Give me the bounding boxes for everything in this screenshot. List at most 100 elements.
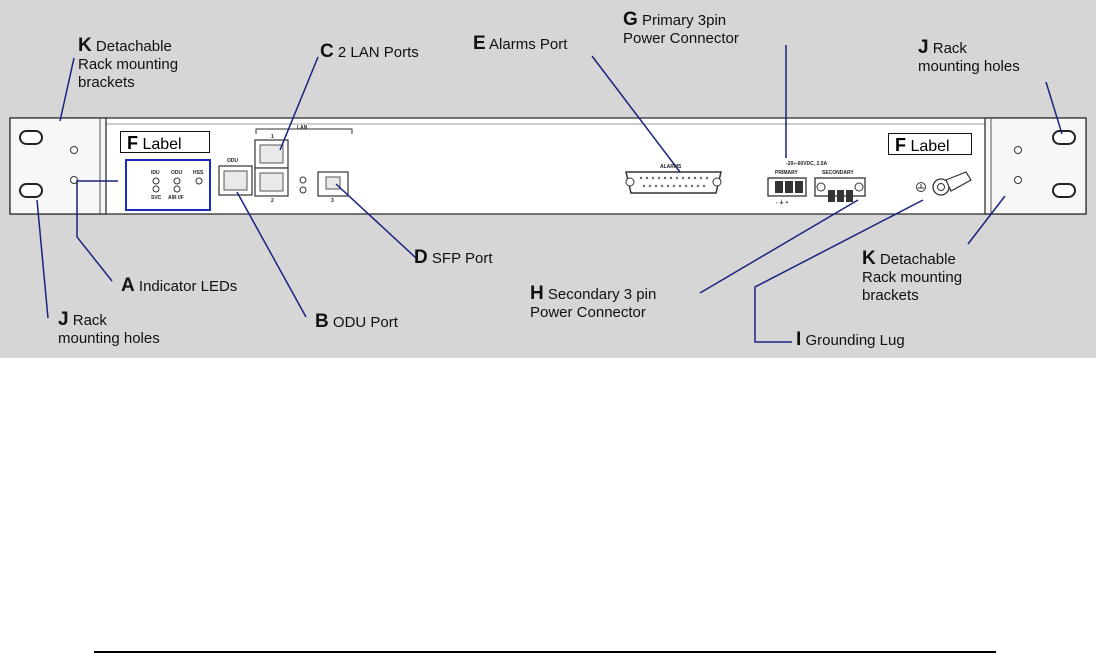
callout-j-left-line2: mounting holes [58, 330, 160, 347]
callout-g-line2: Power Connector [623, 30, 739, 47]
left-bracket-screw-bottom [70, 176, 78, 184]
lan-1-label: 1 [271, 134, 274, 140]
sfp-number-label: 3 [331, 198, 334, 204]
callout-e-letter: E [473, 33, 486, 54]
leader-j-right [1045, 81, 1063, 135]
callout-k-right-line1: Detachable [879, 251, 956, 268]
right-bracket-screw-top [1014, 146, 1022, 154]
led-air-label: AIR I/F [168, 195, 184, 201]
lan-port-2-inner [259, 172, 284, 192]
alarms-pins [639, 176, 709, 188]
led-idu [152, 177, 160, 185]
label-panel-right-text: Label [910, 138, 950, 155]
leader-k-right [967, 195, 1006, 245]
leader-b [236, 191, 307, 318]
led-box [125, 159, 211, 211]
leader-h [699, 199, 859, 294]
callout-h: H Secondary 3 pin Power Connector [530, 283, 657, 322]
callout-k-right-line3: brackets [862, 287, 919, 304]
right-mount-hole-top [1052, 130, 1076, 145]
callout-k-left-line2: Rack mounting [78, 56, 179, 73]
callout-k-right: K Detachable Rack mounting brackets [862, 248, 963, 305]
left-bracket-screw-top [70, 146, 78, 154]
callout-h-line1: Secondary 3 pin [547, 286, 657, 303]
led-svc-label: SVC [151, 195, 162, 201]
led-hss [195, 177, 203, 185]
callout-g-letter: G [623, 9, 638, 30]
callout-k-left-letter: K [78, 35, 92, 56]
lan-led-1 [299, 176, 307, 184]
callout-i: I Grounding Lug [796, 329, 905, 350]
leader-e [591, 55, 681, 173]
lan-label: LAN [297, 125, 308, 131]
callout-d-text: SFP Port [431, 250, 493, 267]
callout-h-line2: Power Connector [530, 304, 646, 321]
callout-b-letter: B [315, 311, 329, 332]
callout-j-right: J Rack mounting holes [918, 37, 1020, 76]
leader-k-left [59, 57, 75, 122]
callout-k-left: K Detachable Rack mounting brackets [78, 35, 179, 92]
leader-i [754, 199, 924, 343]
callout-j-right-letter: J [918, 37, 929, 58]
right-mount-hole-bottom [1052, 183, 1076, 198]
leader-c [279, 56, 319, 151]
alarms-label: ALARMS [660, 164, 682, 170]
callout-e: E Alarms Port [473, 33, 568, 54]
voltage-label: -20÷-60VDC, 2.5A [786, 161, 828, 167]
label-panel-left: F Label [120, 131, 210, 153]
callout-a-text: Indicator LEDs [138, 278, 238, 295]
callout-g: G Primary 3pin Power Connector [623, 9, 739, 48]
callout-d: D SFP Port [414, 247, 493, 268]
callout-c: C 2 LAN Ports [320, 41, 419, 62]
callout-b-text: ODU Port [332, 314, 398, 331]
polarity-label: - ⏚ + [776, 200, 789, 206]
alarms-connector [625, 171, 722, 194]
primary-label: PRIMARY [775, 170, 798, 176]
label-panel-right: F Label [888, 133, 972, 155]
callout-j-left-line1: Rack [72, 312, 107, 329]
secondary-label: SECONDARY [822, 170, 854, 176]
led-idu-label: IDU [151, 170, 160, 176]
lan-bracket-line [255, 128, 353, 134]
leader-a [76, 180, 118, 282]
lan-port-1-inner [259, 144, 284, 164]
callout-e-text: Alarms Port [489, 36, 568, 53]
lan-led-2 [299, 186, 307, 194]
callout-h-letter: H [530, 283, 544, 304]
label-panel-left-letter: F [127, 133, 138, 153]
led-odu [173, 177, 181, 185]
callout-j-left: J Rack mounting holes [58, 309, 160, 348]
left-mount-hole-top [19, 130, 43, 145]
odu-port-label: ODU [227, 158, 239, 164]
leader-j-left [36, 199, 49, 319]
callout-k-left-line1: Detachable [95, 38, 172, 55]
callout-g-line1: Primary 3pin [641, 12, 727, 29]
callout-c-letter: C [320, 41, 334, 62]
odu-port-inner [223, 170, 248, 191]
sfp-port-inner [325, 176, 341, 190]
page-rule [94, 651, 996, 653]
device-diagram: F Label F Label IDU ODU HSS SVC AIR I/F … [0, 0, 1096, 358]
lan-2-label: 2 [271, 198, 274, 204]
callout-j-right-line1: Rack [932, 40, 967, 57]
callout-a: A Indicator LEDs [121, 275, 238, 296]
left-mount-hole-bottom [19, 183, 43, 198]
callout-c-text: 2 LAN Ports [337, 44, 419, 61]
callout-k-right-line2: Rack mounting [862, 269, 963, 286]
callout-k-right-letter: K [862, 248, 876, 269]
callout-j-right-line2: mounting holes [918, 58, 1020, 75]
led-svc [152, 185, 160, 193]
callout-j-left-letter: J [58, 309, 69, 330]
callout-d-letter: D [414, 247, 428, 268]
led-hss-label: HSS [193, 170, 204, 176]
grounding-lug-tab [945, 171, 972, 192]
callout-a-letter: A [121, 275, 135, 296]
leader-d [335, 183, 417, 259]
led-odu-label: ODU [171, 170, 183, 176]
callout-k-left-line3: brackets [78, 74, 135, 91]
callout-b: B ODU Port [315, 311, 398, 332]
callout-i-letter: I [796, 329, 802, 350]
led-air [173, 185, 181, 193]
label-panel-right-letter: F [895, 135, 906, 155]
alarms-screw-right [712, 177, 722, 187]
